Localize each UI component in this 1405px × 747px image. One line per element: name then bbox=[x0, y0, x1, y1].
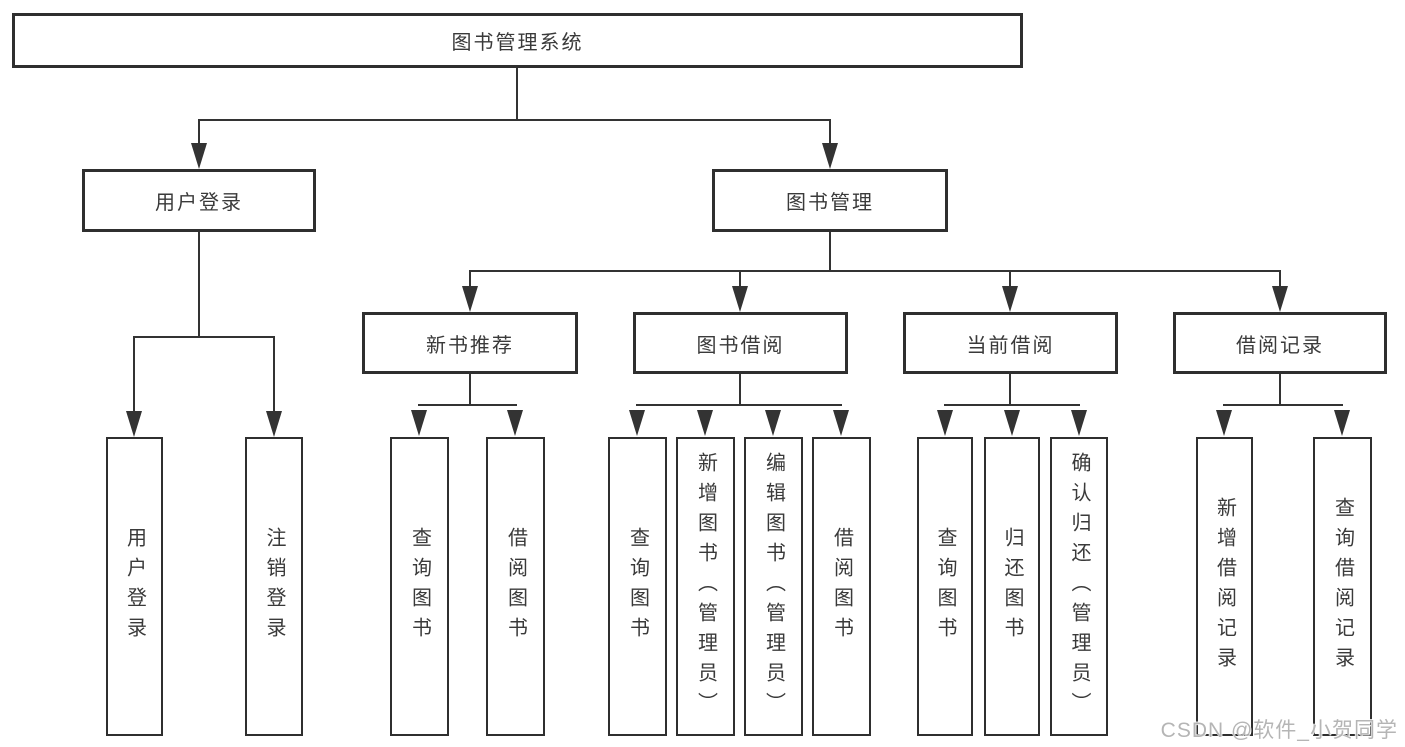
arrow-down-icon bbox=[1272, 286, 1288, 312]
connector-rail bbox=[418, 404, 517, 406]
arrow-down-icon bbox=[629, 410, 645, 436]
leaf-label: 借阅图书 bbox=[830, 526, 853, 647]
leaf-add-borrow-record: 新增借阅记录 bbox=[1196, 437, 1253, 736]
arrow-down-icon bbox=[765, 410, 781, 436]
node-book-borrowing: 图书借阅 bbox=[633, 312, 848, 374]
leaf-user-login: 用户登录 bbox=[106, 437, 163, 736]
leaf-label: 注销登录 bbox=[263, 526, 285, 647]
node-label: 当前借阅 bbox=[966, 334, 1055, 357]
node-book-management: 图书管理 bbox=[712, 169, 948, 232]
arrow-down-icon bbox=[1071, 410, 1087, 436]
node-label: 图书管理 bbox=[786, 192, 874, 214]
leaf-add-books-admin: 新增图书（管理员） bbox=[676, 437, 735, 736]
connector-drop-borrow-records bbox=[1279, 270, 1281, 290]
connector-drop-new-books bbox=[469, 270, 471, 290]
connector-root-stub bbox=[516, 68, 518, 121]
arrow-down-icon bbox=[266, 411, 282, 437]
leaf-logout: 注销登录 bbox=[245, 437, 303, 736]
node-borrowing-records: 借阅记录 bbox=[1173, 312, 1387, 374]
arrow-down-icon bbox=[937, 410, 953, 436]
connector-drop-book-mgmt bbox=[829, 119, 831, 147]
arrow-down-icon bbox=[732, 286, 748, 312]
connector-root-rail bbox=[198, 119, 831, 121]
leaf-label: 查询图书 bbox=[626, 526, 649, 647]
leaf-label: 新增图书（管理员） bbox=[694, 451, 717, 722]
connector-drop-current-borrow bbox=[1009, 270, 1011, 290]
connector-rail bbox=[636, 404, 842, 406]
node-current-borrowing: 当前借阅 bbox=[903, 312, 1118, 374]
node-new-book-recommend: 新书推荐 bbox=[362, 312, 578, 374]
leaf-label: 查询借阅记录 bbox=[1331, 496, 1354, 677]
arrow-down-icon bbox=[1004, 410, 1020, 436]
connector-rail bbox=[1223, 404, 1343, 406]
node-label: 新书推荐 bbox=[426, 334, 514, 357]
connector-user-login-rail bbox=[133, 336, 275, 338]
leaf-query-books-current: 查询图书 bbox=[917, 437, 973, 736]
leaf-label: 查询图书 bbox=[934, 526, 956, 647]
leaf-label: 编辑图书（管理员） bbox=[762, 451, 785, 722]
leaf-label: 新增借阅记录 bbox=[1213, 496, 1236, 677]
arrow-down-icon bbox=[1334, 410, 1350, 436]
arrow-down-icon bbox=[507, 410, 523, 436]
node-label: 用户登录 bbox=[155, 192, 243, 214]
node-label: 图书借阅 bbox=[696, 334, 785, 357]
arrow-down-icon bbox=[822, 143, 838, 169]
leaf-label: 确认归还（管理员） bbox=[1068, 451, 1090, 722]
leaf-query-books-borrowing: 查询图书 bbox=[608, 437, 667, 736]
leaf-edit-books-admin: 编辑图书（管理员） bbox=[744, 437, 803, 736]
leaf-label: 归还图书 bbox=[1001, 526, 1023, 647]
watermark: CSDN @软件_小贺同学 bbox=[1160, 719, 1398, 742]
leaf-borrow-books: 借阅图书 bbox=[812, 437, 871, 736]
leaf-confirm-return-admin: 确认归还（管理员） bbox=[1050, 437, 1108, 736]
connector-drop-leaf bbox=[273, 336, 275, 414]
node-user-login: 用户登录 bbox=[82, 169, 316, 232]
arrow-down-icon bbox=[1002, 286, 1018, 312]
leaf-query-books-recommend: 查询图书 bbox=[390, 437, 449, 736]
connector-drop-user-login bbox=[198, 119, 200, 147]
connector-rail bbox=[944, 404, 1080, 406]
arrow-down-icon bbox=[1216, 410, 1232, 436]
arrow-down-icon bbox=[191, 143, 207, 169]
connector-book-mgmt-rail bbox=[469, 270, 1281, 272]
leaf-borrow-books-recommend: 借阅图书 bbox=[486, 437, 545, 736]
arrow-down-icon bbox=[411, 410, 427, 436]
connector-stub bbox=[1279, 374, 1281, 406]
connector-stub bbox=[469, 374, 471, 406]
node-root-library-system: 图书管理系统 bbox=[12, 13, 1023, 68]
arrow-down-icon bbox=[126, 411, 142, 437]
connector-stub bbox=[1009, 374, 1011, 406]
node-label: 图书管理系统 bbox=[451, 32, 584, 54]
leaf-label: 借阅图书 bbox=[504, 526, 527, 647]
arrow-down-icon bbox=[833, 410, 849, 436]
leaf-return-books: 归还图书 bbox=[984, 437, 1040, 736]
node-label: 借阅记录 bbox=[1236, 334, 1324, 357]
connector-drop-leaf bbox=[133, 336, 135, 414]
leaf-query-borrow-record: 查询借阅记录 bbox=[1313, 437, 1372, 736]
connector-book-mgmt-stub bbox=[829, 232, 831, 272]
arrow-down-icon bbox=[697, 410, 713, 436]
connector-user-login-stub bbox=[198, 232, 200, 337]
arrow-down-icon bbox=[462, 286, 478, 312]
leaf-label: 用户登录 bbox=[123, 526, 146, 647]
leaf-label: 查询图书 bbox=[408, 526, 431, 647]
connector-drop-book-borrow bbox=[739, 270, 741, 290]
connector-stub bbox=[739, 374, 741, 406]
